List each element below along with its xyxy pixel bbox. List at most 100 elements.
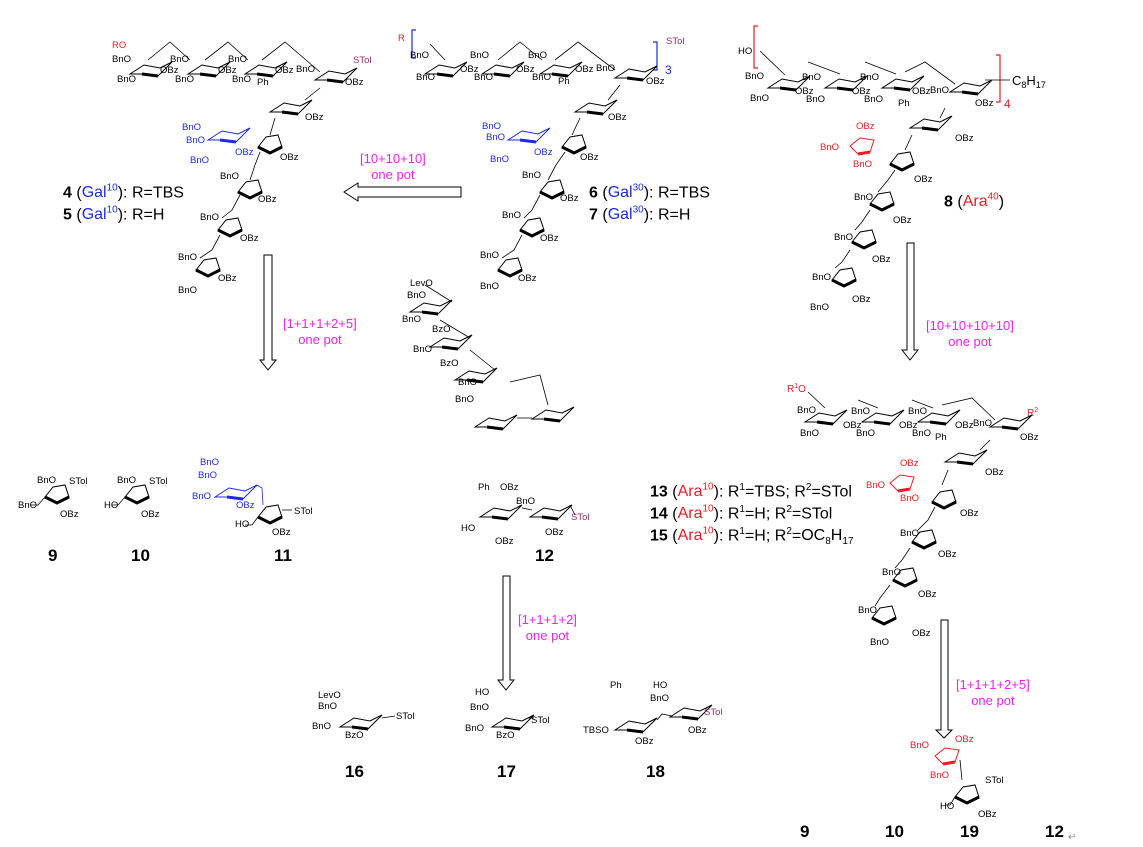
group-Ph: Ph [257,77,269,88]
building-block-12-lower [478,503,576,521]
group-BzO: BzO [440,358,458,369]
group-BnO: BnO [178,252,197,263]
group-BzO: BzO [432,324,450,335]
group-STol: STol [294,506,312,517]
group-OBz: OBz [258,194,277,205]
group-BnO: BnO [516,496,535,507]
arrow-c12-to-blocks [496,575,516,691]
condition-ratio: [1+1+1+2] [518,612,577,627]
group-BnO: BnO [470,50,489,61]
compound-tag: Gal10 [81,183,118,202]
group-OBz: OBz [516,64,535,75]
group-OBz: OBz [272,527,291,538]
group-OBz: OBz [955,734,974,745]
compound-6-label: 6 (Gal30): R=TBS [589,183,710,202]
compound-tag: Gal10 [81,205,118,224]
arrow-ara40-to-ara10 [900,242,920,361]
group-OBz: OBz [280,152,299,163]
group-OBz: OBz [495,536,514,547]
group-BnO: BnO [802,72,821,83]
group-STol: STol [571,512,589,523]
compound-number: 13 [650,483,668,501]
group-OBz: OBz [912,86,931,97]
group-Ph: Ph [558,76,570,87]
group-OBz: OBz [978,809,997,820]
group-Ph: Ph [478,482,490,493]
group-BnO: BnO [175,74,194,85]
group-BnO: BnO [228,54,247,65]
group-BnO: BnO [800,428,819,439]
compound-number-19: 19 [960,822,979,841]
group-OBz: OBz [236,500,255,511]
building-block-9 [30,483,71,506]
group-Ph: Ph [935,432,947,443]
condition-ratio: [1+1+1+2+5] [956,677,1030,692]
group-OBz: OBz [60,509,79,520]
group-BnO: BnO [198,470,217,481]
compound-number-9-right: 9 [800,822,810,841]
group-Ph: Ph [898,98,910,109]
group-BnO: BnO [834,232,853,243]
group-LevO: LevO [410,278,433,289]
group-OBz: OBz [912,628,931,639]
group-STol: STol [69,476,87,487]
group-OBz: OBz [899,420,918,431]
group-OBz: OBz [580,152,599,163]
condition-method: one pot [371,167,415,182]
group-BnO: BnO [870,637,889,648]
compound-number: 5 [63,206,72,224]
compound-number-9: 9 [48,546,58,565]
group-BnO: BnO [402,314,421,325]
group-OBz: OBz [852,86,871,97]
group-OBz: OBz [918,589,937,600]
group-OBz: OBz [985,467,1004,478]
compound-14-label: 14 (Ara10): R1=H; R2=STol [650,504,833,523]
group-BnO: BnO [182,122,201,133]
arrow-gal30-to-gal10 [343,182,462,202]
group-LevO: LevO [318,690,341,701]
group-OBz: OBz [1020,432,1039,443]
compound-tag: Gal30 [607,205,644,224]
group-OBz: OBz [955,133,974,144]
group-BnO: BnO [853,159,872,170]
group-BnO: BnO [930,770,949,781]
group-OBz: OBz [688,725,707,736]
group-R1O: R1O [787,383,806,395]
compound-number: 6 [589,184,598,202]
compound-8-label: 8 (Ara40) [944,192,1005,211]
group-BnO: BnO [900,528,919,539]
group-BnO: BnO [502,210,521,221]
group-BnO: BnO [864,94,883,105]
compound-number-16: 16 [345,762,364,781]
group-BnO: BnO [455,394,474,405]
group-STol: STol [531,715,549,726]
group-HO: HO [461,523,475,534]
group-BnO: BnO [416,72,435,83]
condition-ara40-to-ara10: [10+10+10+10] one pot [926,318,1014,350]
group-BnO: BnO [474,72,493,83]
group-OBz: OBz [938,549,957,560]
group-BnO: BnO [856,428,875,439]
group-BzO: BzO [345,730,363,741]
condition-gal30-to-gal10: [10+10+10] one pot [360,151,426,183]
compound-number-10-right: 10 [885,822,904,841]
group-BnO: BnO [860,72,879,83]
building-block-19 [933,746,981,806]
group-BnO: BnO [112,54,131,65]
condition-ratio: [10+10+10] [360,151,426,166]
group-BnO: BnO [806,94,825,105]
group-HO: HO [738,46,752,57]
repeat-count-3: 3 [665,63,672,77]
group-BnO: BnO [750,93,769,104]
group-OBz: OBz [160,65,179,76]
group-OBz: OBz [345,77,364,88]
group-BnO: BnO [596,63,615,74]
group-OBz: OBz [560,193,579,204]
condition-method: one pot [971,693,1015,708]
compound-substituent: : R=H [123,206,165,224]
r1-value: H [754,527,766,545]
group-OBz: OBz [545,527,564,538]
compound-substituent: : R=TBS [123,184,184,202]
building-block-18 [613,703,714,734]
